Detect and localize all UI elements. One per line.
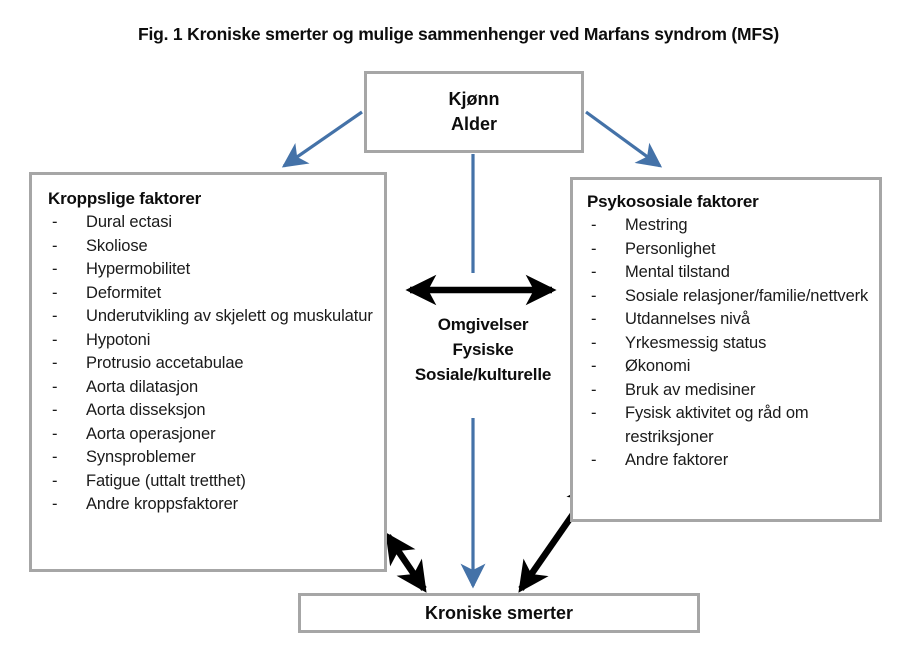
bullet-dash: - bbox=[591, 404, 597, 422]
demographics-line-2: Alder bbox=[450, 114, 497, 134]
list-item: - Andre faktorer bbox=[587, 449, 871, 473]
list-item: - Hypotoni bbox=[48, 329, 374, 353]
list-item: - Hypermobilitet bbox=[48, 258, 374, 282]
bullet-dash: - bbox=[52, 471, 58, 490]
list-item: - Deformitet bbox=[48, 282, 374, 306]
list-item-label: Synsproblemer bbox=[86, 448, 196, 466]
list-item-label: Utdannelses nivå bbox=[625, 310, 750, 328]
list-item: - Skoliose bbox=[48, 235, 374, 259]
list-item-label: Fysisk aktivitet og råd om restriksjoner bbox=[625, 404, 809, 446]
list-item-label: Dural ectasi bbox=[86, 213, 172, 231]
list-item-label: Deformitet bbox=[86, 283, 162, 302]
list-item-label: Fatigue (uttalt tretthet) bbox=[86, 471, 246, 490]
list-item: - Bruk av medisiner bbox=[587, 379, 871, 403]
list-item-label: Yrkesmessig status bbox=[625, 333, 767, 352]
bullet-dash: - bbox=[52, 354, 58, 372]
bullet-dash: - bbox=[591, 286, 597, 305]
list-item: - Andre kroppsfaktorer bbox=[48, 493, 374, 517]
box-bodily-factors: Kroppslige faktorer - Dural ectasi - Sko… bbox=[29, 172, 387, 572]
list-item: - Aorta disseksjon bbox=[48, 399, 374, 423]
bullet-dash: - bbox=[52, 495, 58, 513]
demographics-line-1: Kjønn bbox=[448, 89, 500, 109]
list-item: - Økonomi bbox=[587, 355, 871, 379]
list-item-label: Sosiale relasjoner/familie/nettverk bbox=[625, 286, 869, 305]
centre-label-line-3: Sosiale/kulturelle bbox=[414, 365, 552, 384]
bullet-dash: - bbox=[52, 401, 58, 419]
chronic-pain-label: Kroniske smerter bbox=[424, 602, 574, 623]
list-item-label: Mestring bbox=[625, 216, 688, 234]
figure-title: Fig. 1 Kroniske smerter og mulige sammen… bbox=[137, 24, 780, 44]
list-item: - Synsproblemer bbox=[48, 446, 374, 470]
connector-bodily-to-chronic-pain bbox=[385, 532, 427, 593]
list-item-label: Skoliose bbox=[86, 236, 148, 255]
list-item: - Fatigue (uttalt tretthet) bbox=[48, 470, 374, 494]
bullet-dash: - bbox=[52, 213, 58, 231]
bullet-dash: - bbox=[591, 216, 597, 234]
psychosocial-heading: Psykososiale faktorer bbox=[587, 192, 759, 211]
bodily-heading: Kroppslige faktorer bbox=[48, 189, 202, 208]
list-item-label: Underutvikling av skjelett og muskulatur bbox=[86, 307, 373, 325]
bullet-dash: - bbox=[591, 357, 597, 375]
list-item: - Mestring bbox=[587, 214, 871, 238]
bodily-item-list: - Dural ectasi - Skoliose - Hypermobilit… bbox=[48, 211, 374, 517]
list-item-label: Aorta disseksjon bbox=[86, 401, 206, 419]
list-item: - Fysisk aktivitet og råd om restriksjon… bbox=[587, 402, 871, 449]
box-chronic-pain: Kroniske smerter bbox=[298, 593, 700, 633]
list-item-label: Økonomi bbox=[625, 357, 691, 375]
list-item: - Sosiale relasjoner/familie/nettverk bbox=[587, 285, 871, 309]
list-item: - Utdannelses nivå bbox=[587, 308, 871, 332]
list-item-label: Bruk av medisiner bbox=[625, 380, 756, 399]
bullet-dash: - bbox=[591, 380, 597, 399]
list-item-label: Andre faktorer bbox=[625, 451, 729, 469]
list-item: - Dural ectasi bbox=[48, 211, 374, 235]
list-item-label: Protrusio accetabulae bbox=[86, 354, 244, 372]
centre-label-environment: Omgivelser Fysiske Sosiale/kulturelle bbox=[392, 312, 574, 387]
psychosocial-item-list: - Mestring - Personlighet - Mental tilst… bbox=[587, 214, 871, 473]
list-item: - Yrkesmessig status bbox=[587, 332, 871, 356]
box-demographics: Kjønn Alder bbox=[364, 71, 584, 153]
bullet-dash: - bbox=[52, 330, 58, 349]
list-item-label: Aorta operasjoner bbox=[86, 424, 216, 443]
list-item-label: Hypotoni bbox=[86, 330, 151, 349]
bullet-dash: - bbox=[591, 451, 597, 469]
list-item-label: Aorta dilatasjon bbox=[86, 377, 199, 396]
bullet-dash: - bbox=[52, 448, 58, 466]
list-item: - Underutvikling av skjelett og muskulat… bbox=[48, 305, 374, 329]
bullet-dash: - bbox=[52, 377, 58, 396]
box-psychosocial-factors: Psykososiale faktorer - Mestring - Perso… bbox=[570, 177, 882, 522]
bullet-dash: - bbox=[591, 263, 597, 281]
bullet-dash: - bbox=[52, 283, 58, 302]
list-item: - Aorta operasjoner bbox=[48, 423, 374, 447]
list-item-label: Personlighet bbox=[625, 239, 716, 258]
list-item: - Mental tilstand bbox=[587, 261, 871, 285]
list-item: - Protrusio accetabulae bbox=[48, 352, 374, 376]
bullet-dash: - bbox=[591, 310, 597, 328]
bullet-dash: - bbox=[591, 239, 597, 258]
bullet-dash: - bbox=[591, 333, 597, 352]
list-item: - Aorta dilatasjon bbox=[48, 376, 374, 400]
connector-demographics-to-bodily bbox=[281, 110, 363, 168]
bullet-dash: - bbox=[52, 307, 58, 325]
list-item-label: Hypermobilitet bbox=[86, 260, 191, 278]
connector-demographics-to-psychosocial bbox=[585, 110, 663, 168]
centre-label-line-1: Omgivelser bbox=[437, 315, 529, 334]
list-item-label: Andre kroppsfaktorer bbox=[86, 495, 239, 513]
list-item-label: Mental tilstand bbox=[625, 263, 730, 281]
bullet-dash: - bbox=[52, 260, 58, 278]
bullet-dash: - bbox=[52, 236, 58, 255]
centre-label-line-2: Fysiske bbox=[452, 340, 514, 359]
list-item: - Personlighet bbox=[587, 238, 871, 262]
bullet-dash: - bbox=[52, 424, 58, 443]
